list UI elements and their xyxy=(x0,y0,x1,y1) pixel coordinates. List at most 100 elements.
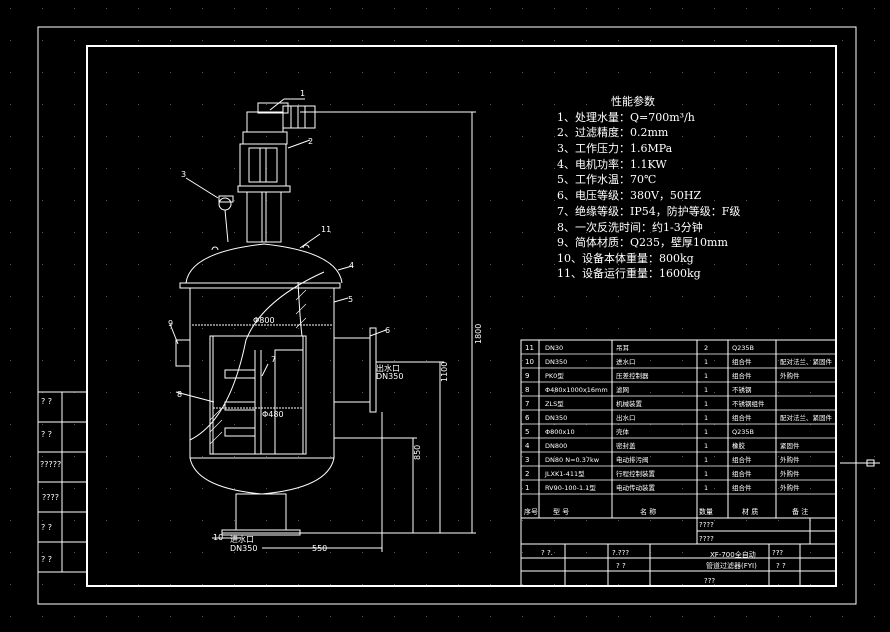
bom-cell: 机械装置 xyxy=(616,399,643,408)
grid-dot xyxy=(170,264,171,265)
grid-dot xyxy=(682,296,683,297)
grid-dot xyxy=(842,584,843,585)
grid-dot xyxy=(266,456,267,457)
grid-dot xyxy=(874,552,875,553)
grid-dot xyxy=(842,8,843,9)
dim-d800: Φ800 xyxy=(253,316,275,325)
grid-dot xyxy=(650,488,651,489)
grid-dot xyxy=(490,552,491,553)
grid-dot xyxy=(714,424,715,425)
grid-dot xyxy=(682,552,683,553)
grid-dot xyxy=(618,40,619,41)
grid-dot xyxy=(202,328,203,329)
grid-dot xyxy=(650,264,651,265)
bom-cell: 1 xyxy=(704,358,708,366)
bom-cell: 1 xyxy=(704,414,708,422)
grid-dot xyxy=(746,168,747,169)
bom-cell: 进水口 xyxy=(616,357,636,366)
grid-dot xyxy=(10,168,11,169)
grid-dot xyxy=(138,488,139,489)
grid-dot xyxy=(106,552,107,553)
bom-cell: 2 xyxy=(704,344,708,352)
side-label-5: ? ? xyxy=(41,523,52,532)
grid-dot xyxy=(202,552,203,553)
param-line-9: 9、简体材质：Q235，壁厚10mm xyxy=(557,235,728,249)
bom-cell: 组合件 xyxy=(732,455,752,464)
grid-dot xyxy=(490,8,491,9)
grid-dot xyxy=(810,552,811,553)
grid-dot xyxy=(426,72,427,73)
grid-dot xyxy=(682,104,683,105)
grid-dot xyxy=(234,72,235,73)
grid-dot xyxy=(458,488,459,489)
grid-dot xyxy=(618,328,619,329)
bom-cell: JLXK1-411型 xyxy=(544,469,585,478)
grid-dot xyxy=(522,264,523,265)
grid-dot xyxy=(426,616,427,617)
bom-cell: 壳体 xyxy=(616,427,630,436)
grid-dot xyxy=(842,200,843,201)
grid-dot xyxy=(426,552,427,553)
grid-dot xyxy=(202,72,203,73)
bom-cell: 11 xyxy=(525,344,534,352)
grid-dot xyxy=(554,360,555,361)
bom-cell: 外购件 xyxy=(780,371,800,380)
grid-dot xyxy=(266,296,267,297)
bom-cell: 1 xyxy=(525,484,529,492)
grid-dot xyxy=(74,520,75,521)
grid-dot xyxy=(170,616,171,617)
grid-dot xyxy=(522,40,523,41)
grid-dot xyxy=(810,584,811,585)
callout-9: 9 xyxy=(168,319,173,328)
grid-dot xyxy=(330,136,331,137)
bom-cell: 不锈钢 xyxy=(732,385,752,394)
grid-dot xyxy=(426,40,427,41)
tb-q3b: ??? xyxy=(772,549,783,557)
grid-dot xyxy=(362,264,363,265)
grid-dot xyxy=(874,104,875,105)
grid-dot xyxy=(682,264,683,265)
grid-dot xyxy=(266,328,267,329)
grid-dot xyxy=(618,488,619,489)
grid-dot xyxy=(42,232,43,233)
grid-dot xyxy=(74,136,75,137)
bom-cell: 1 xyxy=(704,484,708,492)
grid-dot xyxy=(458,360,459,361)
callout-7: 7 xyxy=(271,355,276,364)
grid-dot xyxy=(522,424,523,425)
grid-dot xyxy=(746,456,747,457)
grid-dot xyxy=(522,488,523,489)
grid-dot xyxy=(426,456,427,457)
inner-frame xyxy=(86,45,837,587)
grid-dot xyxy=(746,552,747,553)
callout-3: 3 xyxy=(181,170,186,179)
inlet-dn: DN350 xyxy=(230,544,257,553)
grid-dot xyxy=(266,104,267,105)
grid-dot xyxy=(650,104,651,105)
grid-dot xyxy=(138,296,139,297)
grid-dot xyxy=(138,328,139,329)
grid-dot xyxy=(170,40,171,41)
grid-dot xyxy=(874,8,875,9)
grid-dot xyxy=(298,360,299,361)
outlet-dn: DN350 xyxy=(376,372,403,381)
grid-dot xyxy=(202,456,203,457)
grid-dot xyxy=(746,328,747,329)
grid-dot xyxy=(746,424,747,425)
callout-1: 1 xyxy=(300,89,305,98)
grid-dot xyxy=(522,72,523,73)
grid-dot xyxy=(362,552,363,553)
grid-dot xyxy=(170,392,171,393)
grid-dot xyxy=(394,40,395,41)
grid-dot xyxy=(170,296,171,297)
background-grid xyxy=(10,8,875,617)
grid-dot xyxy=(458,584,459,585)
grid-dot xyxy=(202,392,203,393)
bom-header-cell: 序号 xyxy=(524,507,538,516)
grid-dot xyxy=(650,616,651,617)
grid-dot xyxy=(586,584,587,585)
params-title: 性能参数 xyxy=(611,94,655,108)
grid-dot xyxy=(74,360,75,361)
grid-dot xyxy=(586,392,587,393)
grid-dot xyxy=(682,424,683,425)
